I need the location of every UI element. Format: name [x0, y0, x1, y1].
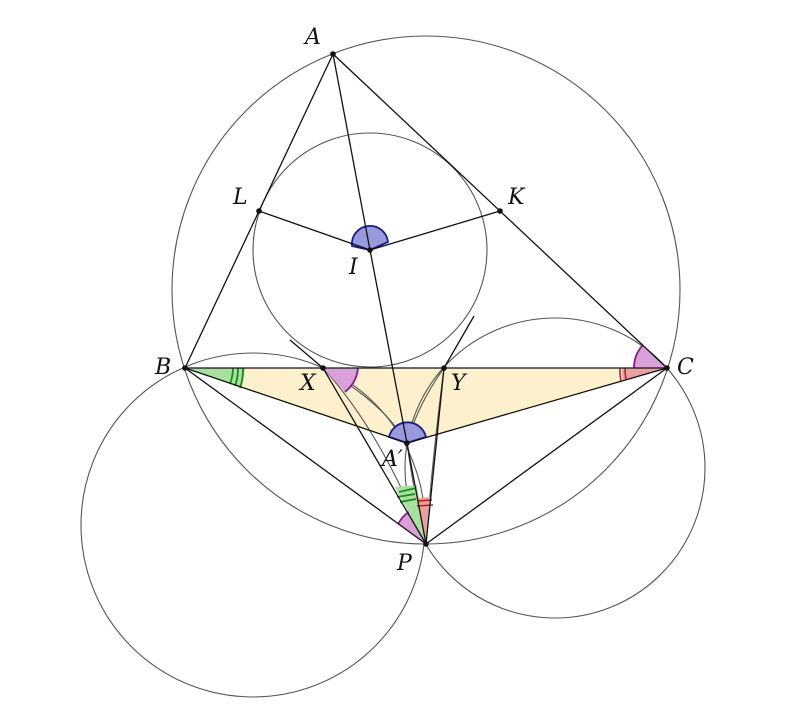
label-c: C: [677, 355, 694, 380]
segment-a-i: [332, 53, 371, 251]
angle-mark-at-c-purple: [633, 345, 667, 368]
label-l: L: [232, 185, 248, 210]
label-a: A: [303, 25, 321, 50]
point-a: [330, 51, 336, 57]
label-x: X: [298, 371, 317, 396]
circle-c-y-p: [404, 317, 706, 619]
angle-mark-at-p-green-arcs: [396, 487, 417, 503]
segment-b-p: [184, 367, 427, 545]
label-p: P: [396, 551, 413, 576]
angle-mark-at-p-purple: [398, 510, 426, 544]
segment-i-l: [258, 210, 371, 251]
point-c: [664, 365, 670, 371]
segment-y-p: [425, 367, 445, 545]
segment-aprime-p: [406, 442, 427, 545]
label-k: K: [507, 185, 526, 210]
point-i: [367, 247, 373, 253]
segment-c-aprime: [406, 367, 668, 444]
segment-i-k: [369, 210, 501, 251]
segment-b-aprime: [184, 367, 408, 444]
point-k: [497, 208, 503, 214]
angle-mark-at-aprime: [387, 421, 428, 444]
point-aprime: [404, 440, 410, 446]
angle-mark-at-x: [323, 368, 358, 392]
point-b: [182, 365, 188, 371]
segment-c-p: [425, 367, 668, 545]
point-p: [423, 541, 429, 547]
label-aprime: A′: [380, 447, 403, 472]
segment-x-p: [322, 367, 427, 545]
point-l: [256, 208, 262, 214]
angle-mark-at-p-red: [417, 497, 431, 544]
angle-mark-at-x-arc: [344, 367, 359, 393]
label-b: B: [154, 355, 171, 380]
angle-mark-at-i: [351, 224, 389, 251]
point-x: [320, 365, 326, 371]
segment-i-aprime: [369, 249, 408, 444]
point-y: [441, 365, 447, 371]
segment-x-tangent: [289, 339, 324, 369]
label-y: Y: [451, 371, 468, 396]
angle-mark-at-c-purple-arc: [633, 344, 644, 369]
segment-y-tangent: [443, 315, 475, 369]
incircle: [252, 132, 488, 368]
label-i: I: [348, 255, 359, 280]
triangle-b-aprime-c: [185, 368, 667, 443]
circumcircle-abc: [171, 35, 681, 545]
